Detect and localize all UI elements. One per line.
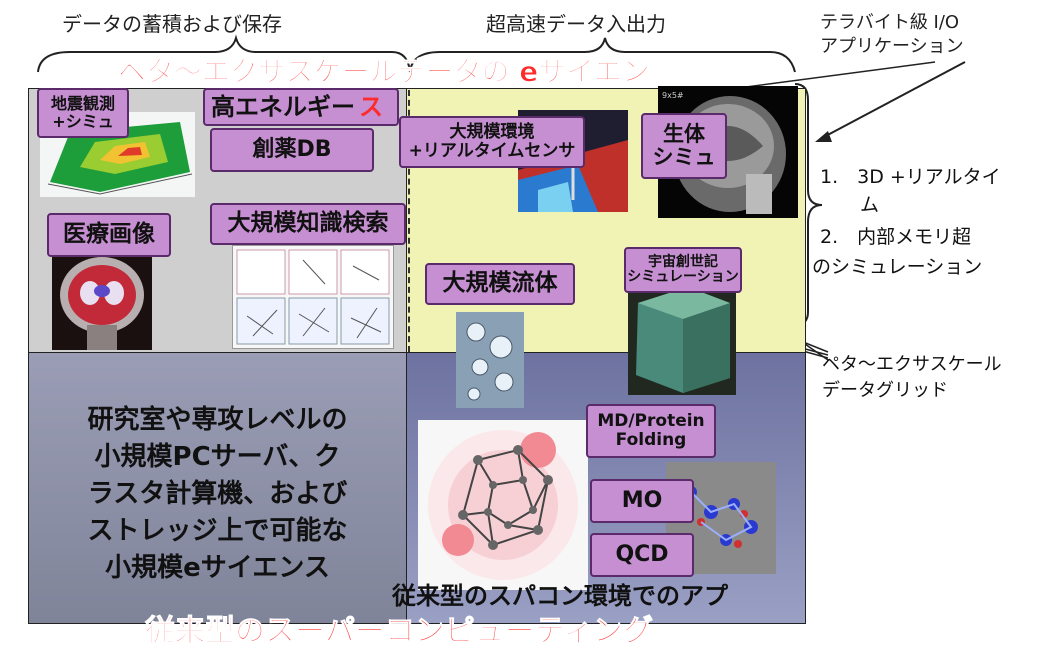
tag-cosmo-line1: 宇宙創世記 [648,253,718,270]
conventional-supercomputing-title: 従来型のスーパーコンピューティング [145,614,654,650]
tag-drug-db: 創薬DB [210,128,374,172]
tag-env-line1: 大規模環境 [449,122,535,143]
lower-left-line4: ストレッジ上で可能な [87,515,348,546]
knowledge-search-image [232,245,394,349]
tag-bio-line1: 生体 [663,121,705,146]
lower-left-line2: 小規模PCサーバ、ク [94,441,341,472]
tag-large-fluid: 大規模流体 [425,263,575,305]
tag-bio-line2: シミュ [652,145,716,169]
tag-mo: MO [590,479,694,523]
tag-md-line1: MD/Protein [597,411,705,432]
tag-md-line2: Folding [615,430,687,450]
tag-seismic-line2: +シミュ [52,112,114,131]
tag-md-protein-folding: MD/Protein Folding [586,404,716,458]
lower-left-line1: 研究室や専攻レベルの [87,405,348,435]
tag-cosmology-simulation: 宇宙創世記 シミュレーション [624,247,742,293]
lower-left-line3: ラスタ計算機、および [87,478,348,509]
tag-qcd: QCD [590,533,694,577]
lower-left-quadrant [28,352,408,624]
cosmology-cube-image [628,283,736,395]
tag-environment-sensor: 大規模環境 +リアルタイムセンサ [399,116,585,168]
tag-bio-simulation: 生体 シミュ [641,113,727,179]
medical-image [52,255,152,350]
tag-high-energy: 高エネルギー ス [203,88,399,126]
tag-medical-imaging: 医療画像 [47,213,171,257]
tag-seismic-line1: 地震観測 [50,94,115,114]
lower-left-description: 研究室や専攻レベルの 小規模PCサーバ、ク ラスタ計算機、および ストレッジ上で… [40,402,395,587]
tag-seismic-simulation: 地震観測 +シミュ [37,88,129,138]
fluid-droplets-image [456,312,524,408]
tag-cosmo-line2: シミュレーション [627,269,739,285]
grid-label-line2: データグリッド [822,380,948,401]
note-item2-line1: 2. 内部メモリ超 [820,226,972,248]
lower-right-caption: 従来型のスパコン環境でのアプ [392,582,728,610]
tag-knowledge-search: 大規模知識検索 [210,203,406,245]
terabyte-io-label: テラバイト級 I/O [820,12,960,33]
storage-label: データの蓄積および保存 [62,12,282,36]
peta-escience-title: ペタ〜エクサスケールデータの eサイエン [118,55,651,89]
svg-text:9x5#: 9x5# [662,91,684,100]
tag-env-line2: +リアルタイムセンサ [408,141,576,161]
lower-left-line5: 小規模eサイエンス [105,552,330,583]
dashed-divider [408,90,410,352]
tag-high-energy-trail: ス [359,92,383,121]
note-item1-line1: 1. 3D +リアルタイ [820,166,1001,188]
fullerene-molecule-image [418,420,588,590]
note-item2-line2: のシミュレーション [812,256,983,278]
note-item1-line2: ム [860,194,880,216]
application-label: アプリケーション [820,36,964,57]
io-label: 超高速データ入出力 [486,12,666,36]
tag-high-energy-label: 高エネルギー [211,92,355,121]
grid-label-line1: ペタ〜エクサスケール [822,354,1002,375]
